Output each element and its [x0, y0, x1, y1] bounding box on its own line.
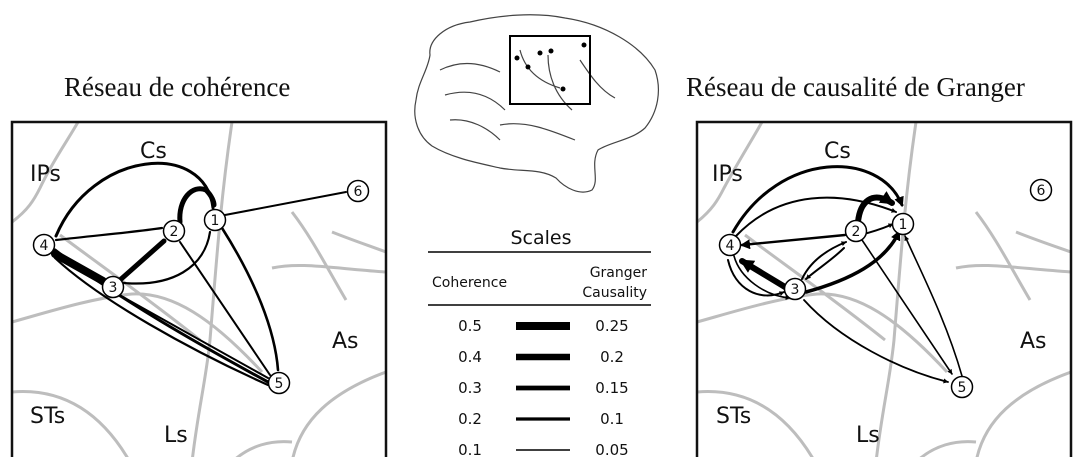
left-node-1: 1 — [203, 208, 227, 232]
region-label-ips: IPs — [712, 162, 743, 187]
scales-row: 0.5 0.25 — [458, 317, 629, 335]
scales-granger-value: 0.15 — [595, 379, 628, 397]
right-node-3: 3 — [783, 277, 807, 301]
region-label-ls: Ls — [164, 423, 188, 448]
right-nodes: 1 2 3 4 5 6 — [718, 178, 1053, 399]
scales-coherence-value: 0.5 — [458, 317, 482, 335]
svg-text:5: 5 — [275, 376, 284, 392]
scales-granger-value: 0.1 — [600, 410, 624, 428]
region-label-ips: IPs — [30, 162, 61, 187]
right-node-4: 4 — [718, 233, 742, 257]
left-edges — [51, 162, 347, 387]
svg-text:4: 4 — [40, 238, 49, 254]
svg-text:3: 3 — [109, 280, 118, 296]
svg-text:3: 3 — [791, 282, 800, 298]
scales-granger-value: 0.2 — [600, 348, 624, 366]
svg-text:2: 2 — [170, 224, 179, 240]
left-region-labels: Cs IPs As STs Ls — [30, 139, 359, 448]
region-label-cs: Cs — [824, 139, 851, 164]
region-label-ls: Ls — [856, 423, 880, 448]
scales-coherence-value: 0.3 — [458, 379, 482, 397]
electrode-sites — [514, 42, 587, 92]
right-node-6: 6 — [1029, 178, 1053, 202]
scales-coherence-header: Coherence — [432, 275, 507, 291]
scales-rows: 0.5 0.25 0.4 0.2 0.3 0.15 0.2 0.1 0.1 0.05 — [458, 317, 629, 457]
scales-row: 0.2 0.1 — [458, 410, 624, 428]
left-sulci — [12, 122, 386, 457]
scales-coherence-value: 0.1 — [458, 441, 482, 457]
left-node-4: 4 — [32, 233, 56, 257]
scales-row: 0.4 0.2 — [458, 348, 624, 366]
svg-text:5: 5 — [958, 380, 967, 396]
svg-text:6: 6 — [354, 184, 363, 200]
left-node-6: 6 — [346, 179, 370, 203]
scales-row: 0.1 0.05 — [458, 441, 629, 457]
region-label-sts: STs — [716, 404, 751, 429]
right-sulci — [697, 122, 1071, 457]
brain-outline-icon — [414, 14, 660, 193]
scales-granger-value: 0.25 — [595, 317, 628, 335]
granger-network-title: Réseau de causalité de Granger — [686, 72, 1025, 102]
right-node-2: 2 — [844, 219, 868, 243]
scales-granger-value: 0.05 — [595, 441, 628, 457]
right-node-5: 5 — [950, 375, 974, 399]
region-label-sts: STs — [30, 404, 65, 429]
right-node-1: 1 — [891, 212, 915, 236]
svg-text:4: 4 — [726, 238, 735, 254]
left-panel-frame — [10, 120, 388, 457]
right-edges — [727, 165, 963, 384]
region-label-as: As — [1020, 329, 1047, 354]
scales-granger-header-1: Granger — [590, 265, 648, 281]
scales-coherence-value: 0.4 — [458, 348, 482, 366]
region-label-cs: Cs — [140, 139, 167, 164]
svg-text:6: 6 — [1037, 183, 1046, 199]
left-node-2: 2 — [162, 219, 186, 243]
right-panel-frame — [695, 120, 1073, 457]
scales-granger-header-2: Causality — [582, 285, 647, 301]
left-node-3: 3 — [101, 275, 125, 299]
coherence-network-title: Réseau de cohérence — [64, 72, 291, 102]
scales-coherence-value: 0.2 — [458, 410, 482, 428]
coherence-network-panel: 1 2 3 4 5 6 Cs — [10, 120, 388, 457]
svg-text:1: 1 — [899, 217, 908, 233]
recording-area-box — [509, 35, 591, 105]
right-region-labels: Cs IPs As STs Ls — [712, 139, 1047, 448]
granger-network-panel: 1 2 3 4 5 6 Cs — [695, 120, 1073, 457]
scales-title: Scales — [510, 227, 571, 249]
left-nodes: 1 2 3 4 5 6 — [32, 179, 370, 395]
svg-text:1: 1 — [211, 213, 220, 229]
svg-text:2: 2 — [852, 224, 861, 240]
left-node-5: 5 — [267, 371, 291, 395]
region-label-as: As — [332, 329, 359, 354]
scales-row: 0.3 0.15 — [458, 379, 629, 397]
